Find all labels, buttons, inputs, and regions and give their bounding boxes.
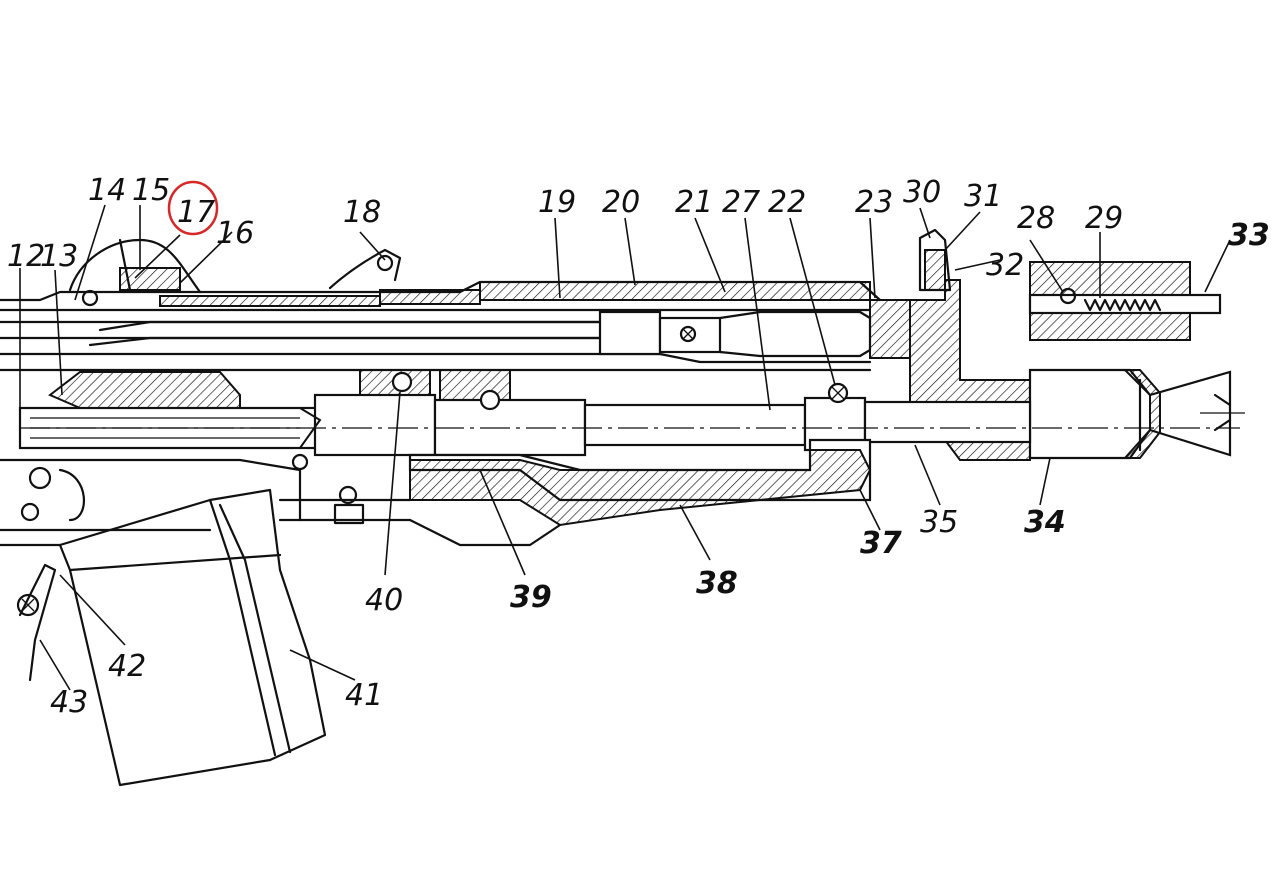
label-14: 14 (88, 173, 126, 208)
label-34: 34 (1024, 505, 1066, 540)
label-28: 28 (1017, 201, 1055, 236)
label-15: 15 (132, 173, 170, 208)
label-38: 38 (696, 566, 738, 601)
label-20: 20 (602, 185, 640, 220)
label-23: 23 (855, 185, 893, 220)
label-12: 12 (7, 239, 45, 274)
label-41: 41 (345, 678, 383, 713)
piston-rod (88, 310, 872, 358)
label-31: 31 (964, 179, 1002, 214)
label-19: 19 (538, 185, 576, 220)
label-42: 42 (108, 649, 146, 684)
label-35: 35 (920, 505, 958, 540)
bolt-carrier (19, 369, 849, 449)
label-17: 17 (177, 195, 215, 230)
barrel (18, 393, 1240, 457)
label-29: 29 (1085, 201, 1123, 236)
magazine (58, 488, 327, 787)
magazine-catch (16, 563, 57, 682)
label-27: 27 (722, 185, 760, 220)
label-37: 37 (860, 526, 902, 561)
label-40: 40 (365, 583, 403, 618)
label-22: 22 (768, 185, 806, 220)
muzzle-brake (1028, 368, 1245, 460)
label-13: 13 (40, 239, 78, 274)
lower-handguard (278, 438, 872, 547)
label-32: 32 (986, 248, 1024, 283)
highlight-circle (167, 180, 219, 236)
label-21: 21 (675, 185, 713, 220)
leader-lines (19, 204, 1231, 691)
gas-tube (159, 281, 871, 307)
label-43: 43 (50, 685, 88, 720)
label-39: 39 (510, 580, 552, 615)
label-33: 33 (1228, 218, 1270, 253)
label-30: 30 (903, 175, 941, 210)
part-labels: 12 13 14 15 17 16 18 19 20 21 27 22 23 3… (7, 173, 1270, 720)
label-18: 18 (343, 195, 381, 230)
cleaning-rod-inset (1028, 261, 1222, 341)
lower-receiver (0, 453, 365, 547)
label-16: 16 (216, 216, 254, 251)
